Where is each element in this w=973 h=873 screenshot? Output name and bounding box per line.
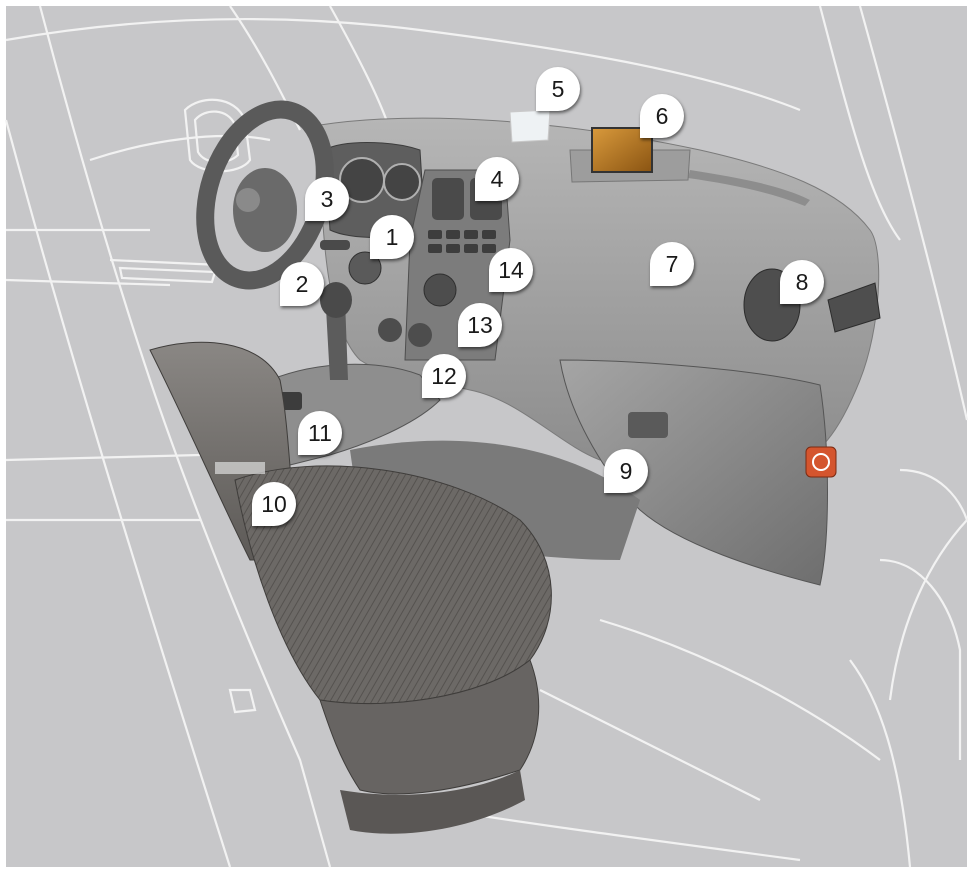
callout-label: 9 <box>619 457 633 484</box>
callout-6: 6 <box>640 94 684 138</box>
callout-label: 7 <box>665 250 679 277</box>
callout-9: 9 <box>604 449 648 493</box>
callout-label: 13 <box>467 311 493 338</box>
airbag-switch <box>805 446 837 478</box>
callout-3: 3 <box>305 177 349 221</box>
callout-1: 1 <box>370 215 414 259</box>
callout-7: 7 <box>650 242 694 286</box>
callout-8: 8 <box>780 260 824 304</box>
callout-label: 6 <box>655 102 669 129</box>
callout-label: 10 <box>261 490 287 517</box>
callout-label: 4 <box>490 165 504 192</box>
callout-12: 12 <box>422 354 466 398</box>
callout-label: 12 <box>431 362 457 389</box>
callout-label: 8 <box>795 268 809 295</box>
callout-11: 11 <box>298 411 342 455</box>
callout-label: 5 <box>551 75 565 102</box>
callout-4: 4 <box>475 157 519 201</box>
callout-13: 13 <box>458 303 502 347</box>
callout-label: 3 <box>320 185 334 212</box>
driver-seat <box>149 341 552 834</box>
windscreen-sticker <box>509 109 551 143</box>
callout-label: 1 <box>385 223 399 250</box>
callout-label: 14 <box>498 256 524 283</box>
callout-14: 14 <box>489 248 533 292</box>
callout-2: 2 <box>280 262 324 306</box>
callout-5: 5 <box>536 67 580 111</box>
callout-10: 10 <box>252 482 296 526</box>
callout-label: 2 <box>295 270 309 297</box>
callout-label: 11 <box>308 419 332 446</box>
